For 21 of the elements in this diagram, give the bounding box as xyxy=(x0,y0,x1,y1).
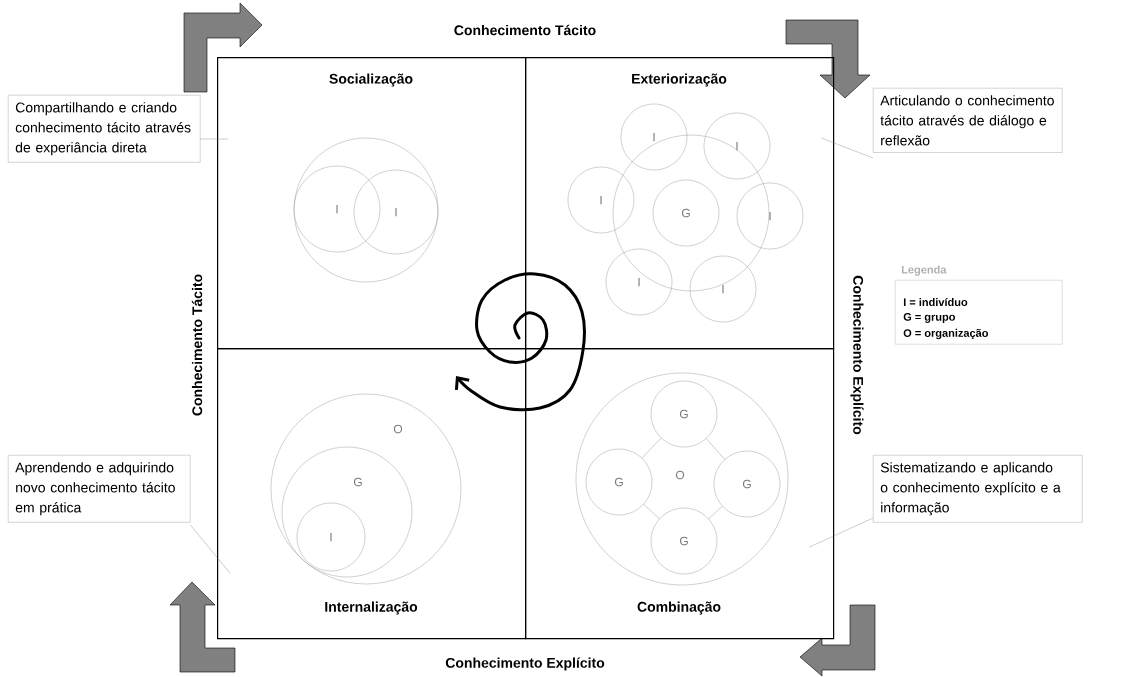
connector-line xyxy=(706,438,725,460)
text-box: Sistematizando e aplicando o conhecimento explícito e a informação xyxy=(873,455,1083,523)
leader-line xyxy=(190,524,231,574)
axis-label: Conhecimento Tácito xyxy=(191,274,203,416)
leader-line xyxy=(809,517,874,548)
circle xyxy=(293,137,439,283)
leader-line xyxy=(821,137,874,159)
text-box: Aprendendo e adquirindo novo conhecimento tácito em prática xyxy=(8,455,191,523)
axis-label: Conhecimento Tácito xyxy=(454,24,596,36)
circle xyxy=(612,134,770,292)
legend-entry: I = indivíduo xyxy=(903,297,968,307)
connector-line xyxy=(641,437,662,459)
axis-label: Conhecimento Explícito xyxy=(850,275,864,435)
legend-entry: O = organização xyxy=(903,328,989,340)
connector-line xyxy=(643,504,660,519)
text-box: Articulando o conhecimento tácito através de diálogo e reflexão xyxy=(873,88,1063,153)
legend-entry: G = grupo xyxy=(903,313,956,323)
legend-heading: Legenda xyxy=(901,265,947,276)
axis-label: Conhecimento Explícito xyxy=(445,657,605,671)
connector-line xyxy=(708,506,723,519)
text-box: Compartilhando e criando conhecimento tácito através de experiância direta xyxy=(8,95,201,163)
